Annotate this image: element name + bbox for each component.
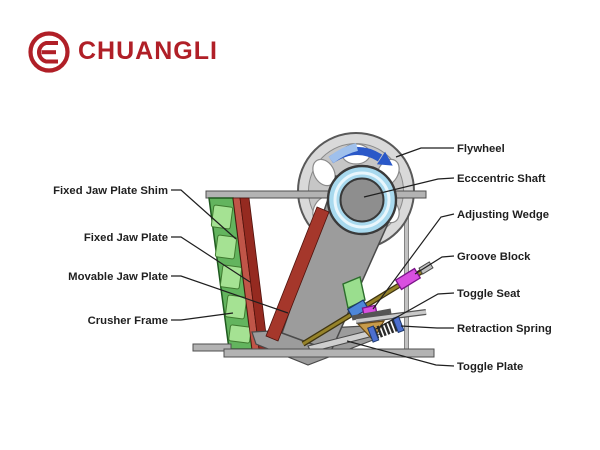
rotation-arrow-icon <box>328 143 393 166</box>
label-eccentric-shaft: Ecccentric Shaft <box>457 173 546 185</box>
label-toggle-seat: Toggle Seat <box>457 288 520 300</box>
wedge-block-shape <box>342 276 366 310</box>
slide-block-shape <box>346 299 370 319</box>
chuangli-logo-icon <box>28 31 70 73</box>
movable-jaw-plate-shape <box>265 206 330 342</box>
label-retraction-spring: Retraction Spring <box>457 323 552 335</box>
toggle-seat-bracket-shape <box>351 308 392 321</box>
label-toggle-plate: Toggle Plate <box>457 361 523 373</box>
eccentric-shaft-shape <box>326 164 398 236</box>
leader-lines-right <box>346 147 455 367</box>
brand-name: CHUANGLI <box>78 36 218 65</box>
leader-lines-left <box>171 189 289 321</box>
label-adjusting-wedge: Adjusting Wedge <box>457 209 549 221</box>
frame-base-left <box>192 343 232 352</box>
labels-left: Fixed Jaw Plate Shim Fixed Jaw Plate Mov… <box>53 185 168 327</box>
brand-logo: CHUANGLI <box>26 28 218 74</box>
label-fixed-jaw-plate: Fixed Jaw Plate <box>84 232 168 244</box>
labels-right: Flywheel Ecccentric Shaft Adjusting Wedg… <box>457 143 552 373</box>
label-flywheel: Flywheel <box>457 143 505 155</box>
label-crusher-frame: Crusher Frame <box>88 315 168 327</box>
retraction-spring-shape <box>355 309 427 343</box>
label-fixed-jaw-plate-shim: Fixed Jaw Plate Shim <box>53 185 168 197</box>
label-movable-jaw-plate: Movable Jaw Plate <box>68 271 168 283</box>
frame-base <box>223 348 435 358</box>
groove-block-shape <box>394 267 422 291</box>
label-groove-block: Groove Block <box>457 251 531 263</box>
frame-top-bar <box>205 190 427 199</box>
